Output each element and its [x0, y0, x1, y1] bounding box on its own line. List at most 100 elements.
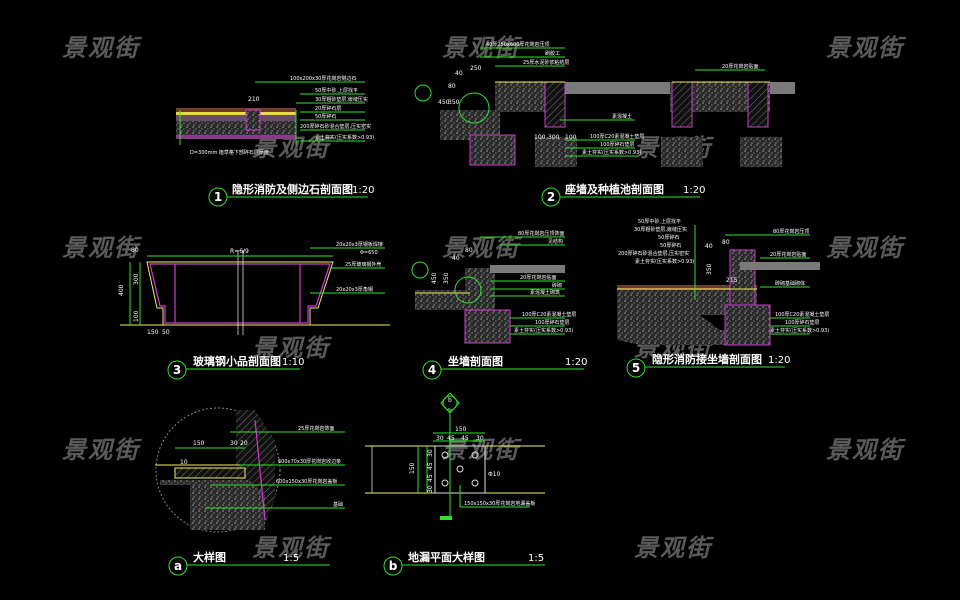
- annotation: 100x200x30厚花岗岩侧边石: [290, 75, 356, 82]
- watermark: 景观街: [826, 436, 906, 464]
- watermark: 景观街: [62, 34, 142, 62]
- dimension: 150: [455, 426, 467, 433]
- watermark: 景观街: [826, 234, 906, 262]
- watermark: 景观街: [634, 534, 714, 562]
- annotation: 100厚C20素混凝土垫层: [590, 133, 644, 140]
- title-block-4: 4 坐墙剖面图 1:20: [422, 354, 587, 380]
- watermark: 景观街: [252, 334, 332, 362]
- annotation: 基础: [333, 501, 343, 508]
- annotation: 100厚碎石垫层: [600, 141, 635, 148]
- detail-3-section: 20x20x3厚钢板焊接 Φ=650 25厚玻璃钢外壳 20x20x3厚角钢 R…: [118, 241, 390, 336]
- annotation: 20x20x3厚钢板焊接: [336, 241, 383, 248]
- annotation: 砖砌: [552, 282, 562, 289]
- dimension: 30: [427, 449, 434, 457]
- dimension: 45: [447, 435, 455, 442]
- dimension: 450: [438, 99, 450, 106]
- annotation: 素土夯实(压实系数>0.93): [770, 327, 829, 334]
- dimension: 45: [427, 474, 434, 482]
- dimension: 40: [452, 255, 460, 262]
- section-marker-label: b: [448, 397, 452, 404]
- detail-b-drain-plan: b - 150 30 45 45 30 150 30 45 45 30 Φ10 …: [365, 392, 545, 520]
- detail-number: 1: [214, 190, 222, 204]
- dimension: 350: [443, 272, 450, 284]
- detail-title: 玻璃钢小品剖面图: [193, 354, 281, 368]
- watermark: 景观街: [442, 234, 522, 262]
- annotation: 25厚花岗岩饰面: [298, 425, 334, 432]
- annotation: 素混凝土砌筑: [530, 289, 560, 296]
- dimension: 20: [240, 440, 248, 447]
- annotation: 50厚碎石: [315, 113, 336, 120]
- annotation: Φ=650: [360, 250, 378, 256]
- dimension: 300: [548, 134, 560, 141]
- dimension: 150: [409, 462, 416, 474]
- dimension: 40: [455, 70, 463, 77]
- dimension: 80: [465, 247, 473, 254]
- watermark: 景观街: [252, 534, 332, 562]
- annotation: 100厚C20素混凝土垫层: [775, 311, 829, 318]
- detail-number: 2: [547, 190, 555, 204]
- annotation: 20厚碎石层: [315, 105, 341, 112]
- annotation: 20厚花岗岩贴面: [722, 63, 758, 70]
- title-block-3: 3 玻璃钢小品剖面图 1:10: [167, 354, 304, 380]
- annotation: 砖砌基础砌体: [775, 280, 805, 287]
- dimension: 350: [706, 263, 713, 275]
- annotation: 30厚粗砂垫层,嵌缝压实: [315, 96, 368, 103]
- detail-number: 3: [173, 363, 181, 377]
- note: D=300mm 植草格下部碎石层厚度: [190, 149, 269, 156]
- annotation: 50厚中砂,上层找平: [638, 218, 681, 225]
- detail-scale: 1:20: [565, 357, 587, 368]
- watermark: 景观街: [62, 234, 142, 262]
- annotation: 素土夯实(压实系数>0.93): [582, 149, 641, 156]
- dimension: 100: [534, 134, 546, 141]
- watermark: 景观街: [62, 436, 142, 464]
- title-block-2: 2 座墙及种植池剖面图 1:20: [541, 182, 705, 207]
- annotation: 40厚250x600厚花岗岩压顶: [486, 41, 549, 48]
- dimension: 300: [133, 273, 140, 285]
- dimension: 40: [705, 243, 713, 250]
- detail-4-section: 80厚花岗岩压顶饰面 见结构 20厚花岗岩贴面 砖砌 素混凝土砌筑 100厚C2…: [411, 230, 576, 344]
- detail-a-enlarged: 25厚花岗岩饰面 600x70x30厚花岗岩收边条 600x150x30厚花岗岩…: [155, 407, 345, 533]
- annotation: 25厚玻璃钢外壳: [345, 261, 381, 268]
- annotation: 200厚碎石砂混合垫层,压实密实: [300, 123, 371, 130]
- dimension: 10: [180, 459, 188, 466]
- annotation: 150x150x30厚花岗岩地漏盖板: [464, 500, 535, 507]
- annotation: 素土夯实(压实系数>0.93): [514, 327, 573, 334]
- dimension: 100: [565, 134, 577, 141]
- annotation: 20x20x3厚角钢: [336, 286, 373, 293]
- annotation: 20厚花岗岩贴面: [520, 274, 556, 281]
- detail-number: b: [389, 559, 398, 573]
- annotation: 50厚碎石: [658, 234, 679, 241]
- watermark: 景观街: [826, 34, 906, 62]
- detail-title: 座墙及种植池剖面图: [564, 182, 664, 196]
- dimension: 30: [436, 435, 444, 442]
- annotation: 100厚碎石垫层: [785, 319, 820, 326]
- dimension: 250: [470, 65, 482, 72]
- title-block-a: a 大样图 1:5: [168, 550, 330, 576]
- dimension: 45: [461, 435, 469, 442]
- detail-scale: 1:20: [352, 185, 374, 196]
- dimension: Φ10: [488, 471, 501, 478]
- detail-title: 隐形消防接坐墙剖面图: [652, 352, 762, 366]
- dimension: 80: [448, 83, 456, 90]
- detail-number: 5: [632, 361, 640, 375]
- title-block-b: b 地漏平面大样图 1:5: [383, 550, 545, 576]
- dimension: 150: [147, 329, 159, 336]
- detail-scale: 1:20: [683, 185, 705, 196]
- title-block-5: 5 隐形消防接坐墙剖面图 1:20: [626, 352, 790, 378]
- detail-title: 隐形消防及侧边石剖面图: [232, 182, 353, 196]
- annotation: 80厚花岗岩压顶: [773, 228, 809, 235]
- annotation: 100厚C20素混凝土垫层: [522, 311, 576, 318]
- annotation: 素土夯实(压实系数>0.93): [635, 258, 694, 265]
- detail-number: 4: [428, 363, 436, 377]
- annotation: 50厚中砂,上层找平: [315, 87, 358, 94]
- detail-scale: 1:5: [528, 553, 544, 564]
- dimension: 50: [162, 329, 170, 336]
- dimension: 30: [230, 440, 238, 447]
- detail-scale: 1:10: [282, 357, 304, 368]
- annotation: 200厚碎石砂混合垫层,压实密实: [618, 250, 689, 257]
- annotation: 刷胶工: [545, 50, 560, 57]
- annotation: 30厚粗砂垫层,嵌缝压实: [634, 226, 687, 233]
- detail-2-section: 40厚250x600厚花岗岩压顶 刷胶工 25厚水泥砂浆粘结层 20厚花岗岩贴面…: [414, 41, 795, 167]
